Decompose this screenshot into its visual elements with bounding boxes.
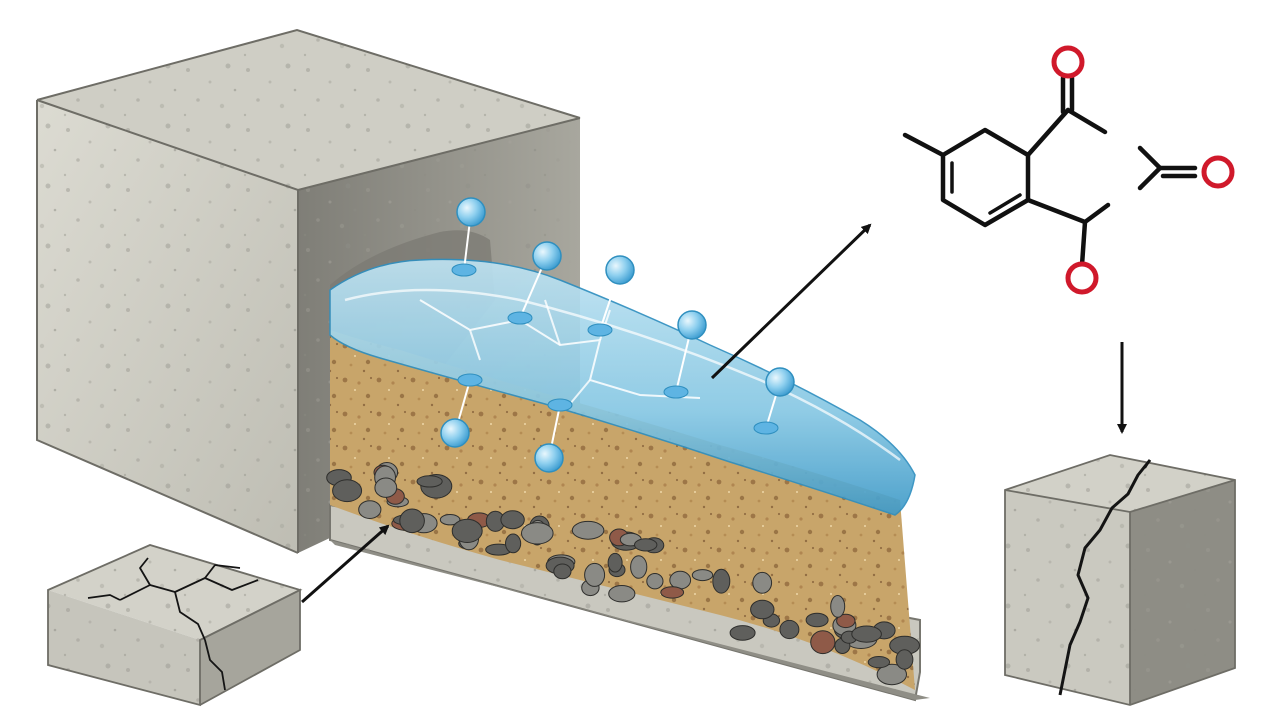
gravel-stone [876, 663, 907, 686]
gravel-stone [399, 508, 425, 534]
arrow-from-slab [301, 524, 390, 604]
water-droplet-icon [534, 443, 564, 473]
gravel-stone [646, 573, 664, 590]
arrow-to-molecule [710, 223, 872, 380]
slab-cracks [87, 557, 259, 691]
cube-crack [1058, 459, 1152, 696]
water-droplet-icon [440, 418, 470, 448]
cracked-cube [1004, 454, 1236, 706]
base-slab [329, 503, 930, 702]
water-droplet-icon [532, 241, 562, 271]
gravel-layer [326, 462, 920, 686]
gravel-stone [500, 510, 525, 530]
gravel-stone [750, 599, 775, 620]
gravel-stone [810, 630, 836, 655]
gravel-stone [332, 479, 363, 503]
gravel-stone [358, 500, 382, 520]
gravel-stone [729, 625, 756, 641]
water-entry-spot [451, 263, 477, 277]
water-droplet-icon [456, 197, 486, 227]
gravel-stone [416, 475, 443, 488]
gravel-stone [571, 520, 605, 540]
gravel-stone [451, 518, 483, 544]
gravel-stone [521, 522, 554, 545]
water-droplet-icon [677, 310, 707, 340]
molecule-structure [902, 75, 1198, 268]
oxygen-atom-top [1051, 45, 1085, 79]
gravel-stone [630, 555, 648, 579]
sand-layer [330, 330, 915, 690]
water-entry-spot [587, 323, 613, 337]
gravel-stone [805, 612, 829, 628]
gravel-stone [374, 477, 398, 498]
gravel-stone [439, 514, 461, 526]
gravel-stone [553, 563, 572, 580]
gravel-stone [608, 585, 636, 603]
process-arrows [301, 223, 1127, 604]
water-entry-spot [547, 398, 573, 412]
gravel-stone [504, 533, 522, 554]
gravel-stone [660, 586, 685, 599]
gravel-stone [691, 569, 714, 582]
water-entry-spot [457, 373, 483, 387]
water-layer [329, 258, 916, 516]
gravel-stone [895, 649, 914, 670]
cracked-slab [47, 544, 303, 707]
water-entry-spot [507, 311, 533, 325]
gravel-stone [634, 538, 658, 552]
oxygen-atom-side [1201, 155, 1235, 189]
gravel-stone [830, 595, 846, 618]
gravel-stone [752, 571, 773, 594]
benzene-ring [940, 127, 1031, 228]
gravel-stone [836, 613, 856, 629]
water-entry-spot [663, 385, 689, 399]
water-droplet-icon [605, 255, 635, 285]
oxygen-atoms [1051, 45, 1235, 295]
water-droplet-icon [765, 367, 795, 397]
gravel-stone [712, 568, 731, 594]
water-droplets [440, 197, 795, 473]
gravel-stone [779, 619, 800, 640]
gravel-stone [867, 656, 891, 669]
gravel-stone [607, 552, 623, 573]
oxygen-atom-bottom [1065, 261, 1099, 295]
water-entry-spot [753, 421, 779, 435]
gravel-stone [584, 562, 606, 587]
gravel-stone [851, 625, 882, 643]
